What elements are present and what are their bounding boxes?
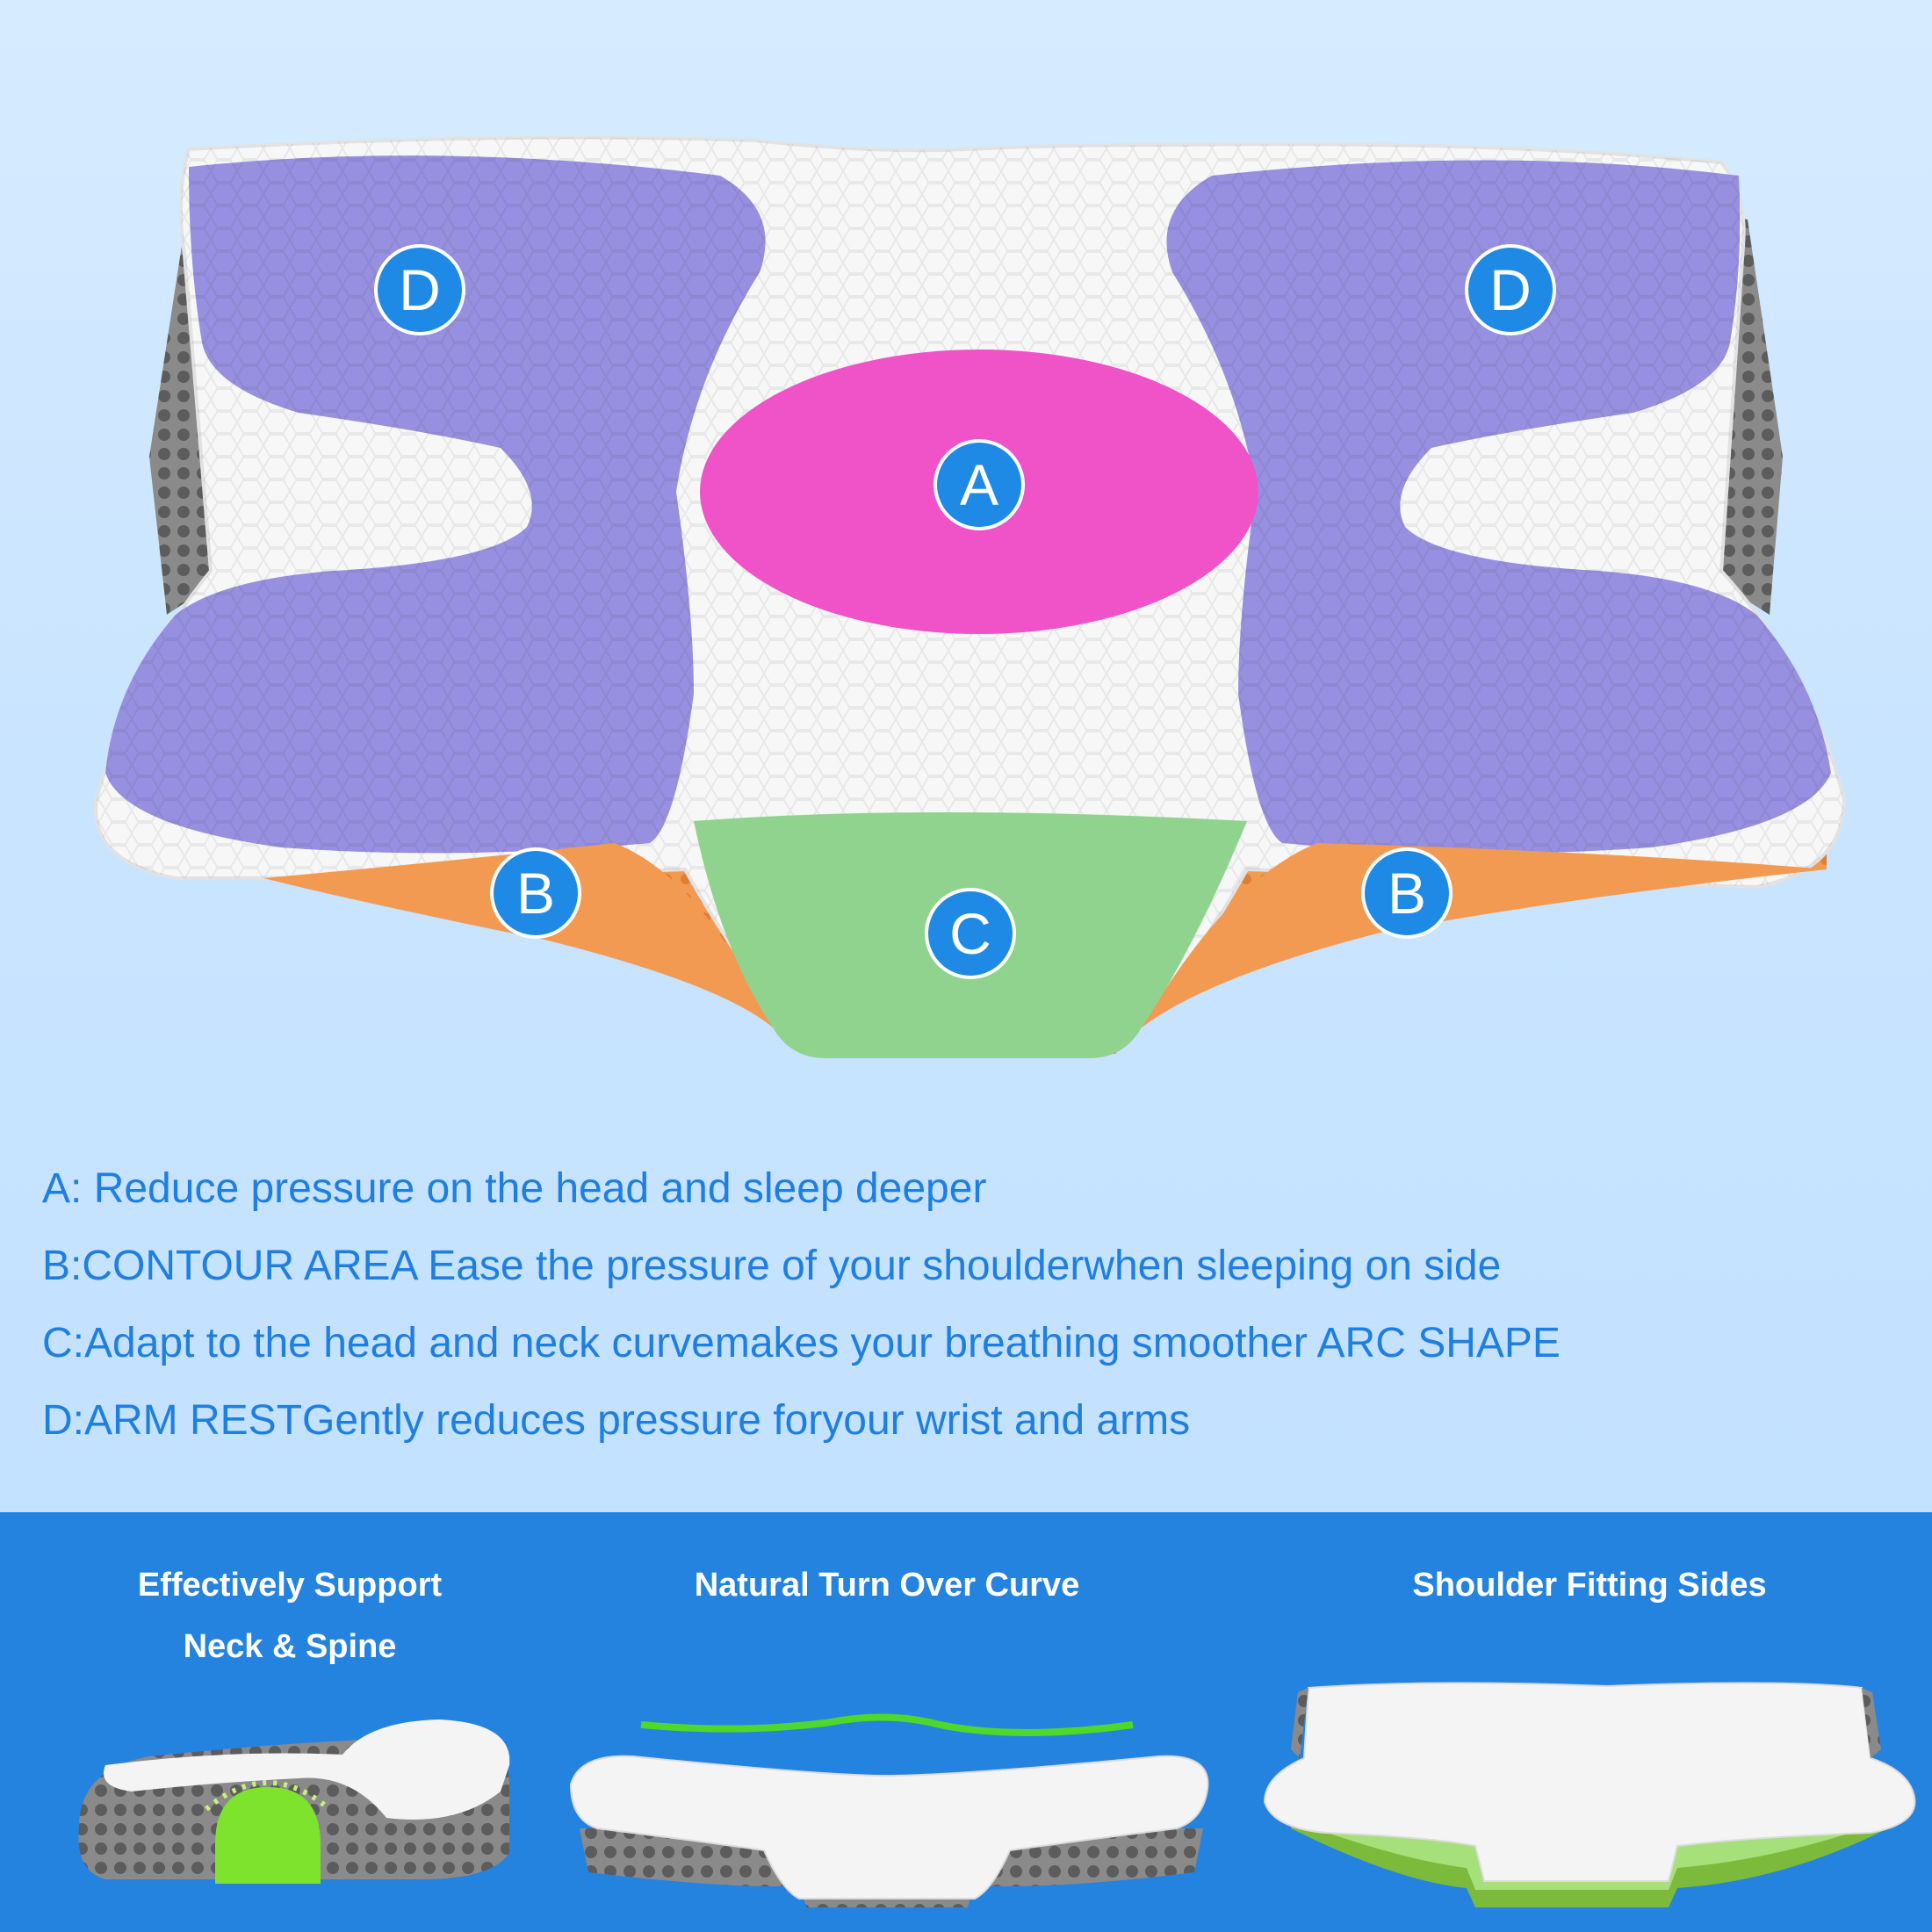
- badge-c: C: [925, 888, 1016, 979]
- pillow-illustration: A B B C D D: [94, 135, 1847, 1058]
- pillow-diagram: A B B C D D: [94, 135, 1847, 1058]
- shoulder-pillow-icon: [1263, 1682, 1916, 1907]
- badge-b-right-label: B: [1388, 861, 1426, 926]
- zone-b-right-shape: [1142, 843, 1827, 1027]
- badge-d-right: D: [1465, 244, 1556, 335]
- curve-pillow-icon: [569, 1713, 1209, 1907]
- feature-neck-support: Effectively Support Neck & Spine: [53, 1512, 527, 1932]
- feature-shoulder-sides: Shoulder Fitting Sides: [1256, 1512, 1923, 1932]
- badge-a-label: A: [960, 452, 998, 517]
- badge-d-right-label: D: [1489, 257, 1532, 322]
- feature-neck-title-line1: Effectively Support: [137, 1567, 443, 1604]
- badge-a: A: [934, 439, 1025, 530]
- feature-turn-over-curve: Natural Turn Over Curve: [562, 1512, 1212, 1932]
- feature-curve-title: Natural Turn Over Curve: [694, 1567, 1080, 1604]
- zone-descriptions: A: Reduce pressure on the head and sleep…: [42, 1150, 1886, 1460]
- feature-shoulder-title: Shoulder Fitting Sides: [1412, 1567, 1767, 1604]
- description-d: D:ARM RESTGently reduces pressure foryou…: [42, 1397, 1191, 1444]
- feature-neck-title-line2: Neck & Spine: [183, 1628, 397, 1665]
- description-b: B:CONTOUR AREA Ease the pressure of your…: [42, 1243, 1502, 1289]
- badge-c-label: C: [949, 901, 991, 966]
- badge-b-right: B: [1361, 847, 1453, 939]
- badge-d-left-label: D: [399, 257, 441, 322]
- zone-b-left-shape: [263, 843, 773, 1027]
- badge-d-left: D: [374, 244, 465, 335]
- neck-support-pillow-icon: [78, 1719, 510, 1884]
- badge-b-left: B: [490, 847, 581, 939]
- description-a: A: Reduce pressure on the head and sleep…: [42, 1165, 987, 1212]
- description-c: C:Adapt to the head and neck curvemakes …: [42, 1320, 1561, 1366]
- badge-b-left-label: B: [516, 861, 555, 926]
- feature-band: Effectively Support Neck & Spine Natural…: [0, 1512, 1932, 1932]
